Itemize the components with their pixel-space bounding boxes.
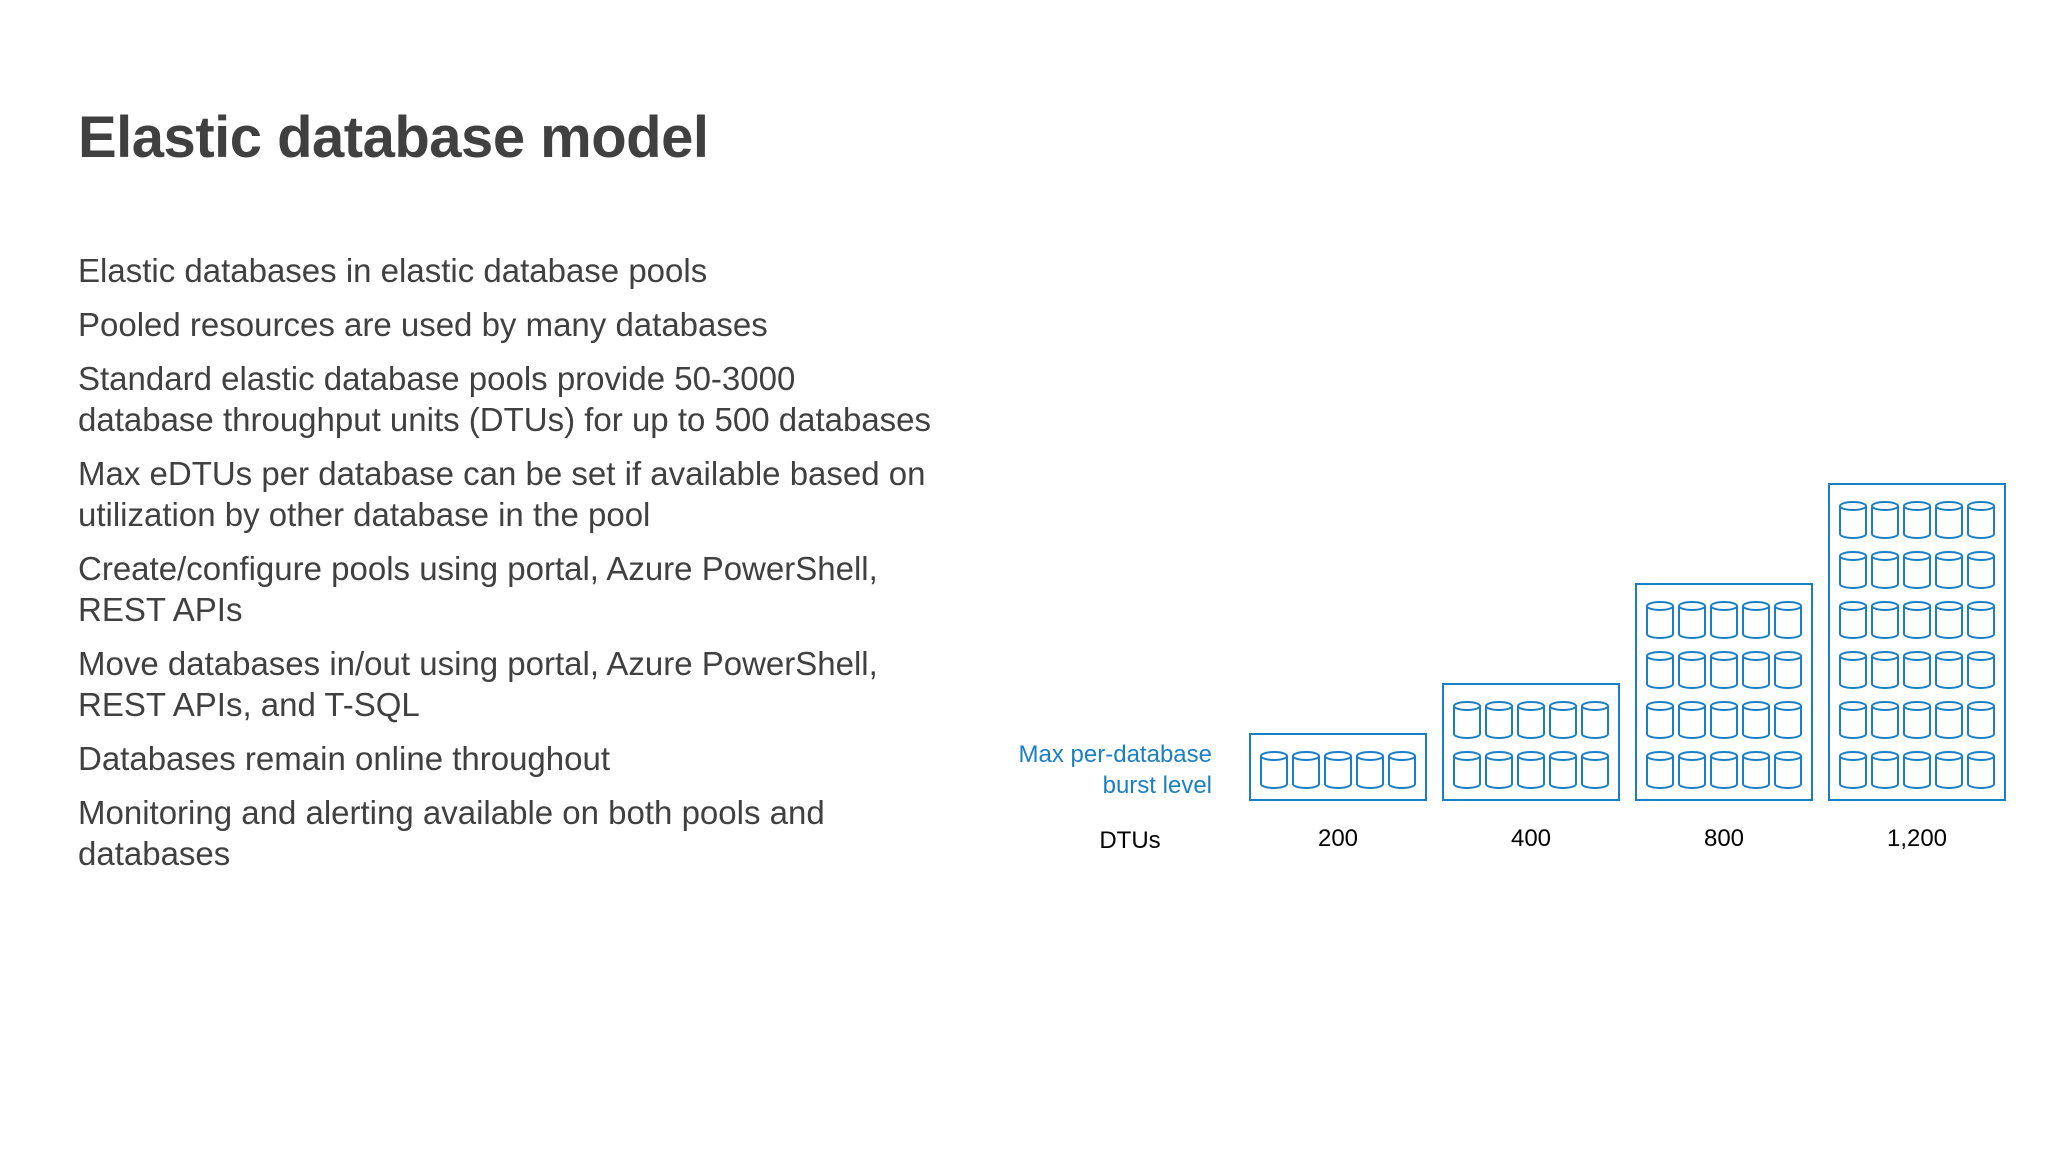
database-cylinder-icon [1324, 751, 1352, 789]
database-cylinder-icon [1871, 651, 1899, 689]
pools-layer: 200 400 800 1,200 [1249, 483, 2006, 852]
bullet-list: Elastic databases in elastic database po… [78, 250, 938, 887]
bullet-item: Monitoring and alerting available on bot… [78, 794, 825, 872]
database-cylinder-icon [1678, 701, 1706, 739]
database-cylinder-icon [1581, 701, 1609, 739]
bullet-item: Max eDTUs per database can be set if ava… [78, 455, 926, 533]
database-cylinder-icon [1967, 501, 1995, 539]
database-cylinder-icon [1710, 651, 1738, 689]
pool-200: 200 [1249, 733, 1427, 852]
bullet-item: Pooled resources are used by many databa… [78, 306, 768, 343]
database-cylinder-icon [1549, 701, 1577, 739]
database-cylinder-icon [1646, 751, 1674, 789]
database-cylinder-icon [1710, 751, 1738, 789]
database-cylinder-icon [1774, 701, 1802, 739]
burst-level-label-line-1: Max per-database [1019, 741, 1212, 768]
database-cylinder-icon [1742, 751, 1770, 789]
database-cylinder-icon [1967, 551, 1995, 589]
database-cylinder-icon [1967, 601, 1995, 639]
database-cylinder-icon [1646, 701, 1674, 739]
database-cylinder-icon [1871, 501, 1899, 539]
database-cylinder-icon [1871, 601, 1899, 639]
database-cylinder-icon [1935, 601, 1963, 639]
database-cylinder-icon [1967, 701, 1995, 739]
database-cylinder-icon [1935, 551, 1963, 589]
database-cylinder-icon [1839, 651, 1867, 689]
slide-title: Elastic database model [78, 105, 709, 170]
database-cylinder-icon [1678, 751, 1706, 789]
database-cylinder-icon [1871, 751, 1899, 789]
database-cylinder-icon [1903, 751, 1931, 789]
database-cylinder-icon [1742, 651, 1770, 689]
database-cylinder-icon [1710, 601, 1738, 639]
database-cylinder-icon [1774, 751, 1802, 789]
database-cylinder-icon [1839, 601, 1867, 639]
pool-box [1828, 483, 2006, 801]
database-cylinder-icon [1549, 751, 1577, 789]
database-cylinder-icon [1839, 751, 1867, 789]
database-cylinder-icon [1967, 751, 1995, 789]
database-cylinder-icon [1453, 751, 1481, 789]
bullet-item: Create/configure pools using portal, Azu… [78, 550, 878, 628]
database-cylinder-icon [1839, 501, 1867, 539]
database-cylinder-icon [1453, 701, 1481, 739]
database-cylinder-icon [1839, 551, 1867, 589]
pool-dtu-label: 400 [1511, 825, 1551, 852]
pool-box [1442, 683, 1620, 801]
bullet-item: Move databases in/out using portal, Azur… [78, 645, 878, 723]
database-cylinder-icon [1935, 701, 1963, 739]
pool-1200: 1,200 [1828, 483, 2006, 852]
database-cylinder-icon [1388, 751, 1416, 789]
database-cylinder-icon [1903, 601, 1931, 639]
pool-diagram: Max per-database burst level DTUs 200 400… [1019, 483, 2006, 854]
pool-dtu-label: 1,200 [1887, 825, 1947, 852]
pool-400: 400 [1442, 683, 1620, 852]
database-cylinder-icon [1581, 751, 1609, 789]
database-cylinder-icon [1774, 651, 1802, 689]
database-cylinder-icon [1485, 751, 1513, 789]
database-cylinder-icon [1710, 701, 1738, 739]
database-cylinder-icon [1903, 551, 1931, 589]
database-cylinder-icon [1678, 601, 1706, 639]
bullet-item: Databases remain online throughout [78, 740, 611, 777]
database-cylinder-icon [1967, 651, 1995, 689]
pool-box [1249, 733, 1427, 801]
database-cylinder-icon [1903, 701, 1931, 739]
database-cylinder-icon [1742, 701, 1770, 739]
database-cylinder-icon [1517, 701, 1545, 739]
burst-level-label-line-2: burst level [1103, 772, 1212, 799]
pool-dtu-label: 800 [1704, 825, 1744, 852]
database-cylinder-icon [1839, 701, 1867, 739]
database-cylinder-icon [1935, 651, 1963, 689]
database-cylinder-icon [1935, 751, 1963, 789]
database-cylinder-icon [1517, 751, 1545, 789]
pool-dtu-label: 200 [1318, 825, 1358, 852]
database-cylinder-icon [1646, 651, 1674, 689]
database-cylinder-icon [1485, 701, 1513, 739]
database-cylinder-icon [1903, 501, 1931, 539]
database-cylinder-icon [1678, 651, 1706, 689]
database-cylinder-icon [1292, 751, 1320, 789]
pool-800: 800 [1635, 583, 1813, 852]
database-cylinder-icon [1260, 751, 1288, 789]
database-cylinder-icon [1935, 501, 1963, 539]
database-cylinder-icon [1871, 551, 1899, 589]
bullet-item: Standard elastic database pools provide … [78, 360, 932, 438]
database-cylinder-icon [1356, 751, 1384, 789]
bullet-item: Elastic databases in elastic database po… [78, 252, 708, 289]
database-cylinder-icon [1774, 601, 1802, 639]
dtu-axis-label: DTUs [1099, 827, 1160, 854]
pool-box [1635, 583, 1813, 801]
database-cylinder-icon [1742, 601, 1770, 639]
database-cylinder-icon [1871, 701, 1899, 739]
database-cylinder-icon [1903, 651, 1931, 689]
database-cylinder-icon [1646, 601, 1674, 639]
